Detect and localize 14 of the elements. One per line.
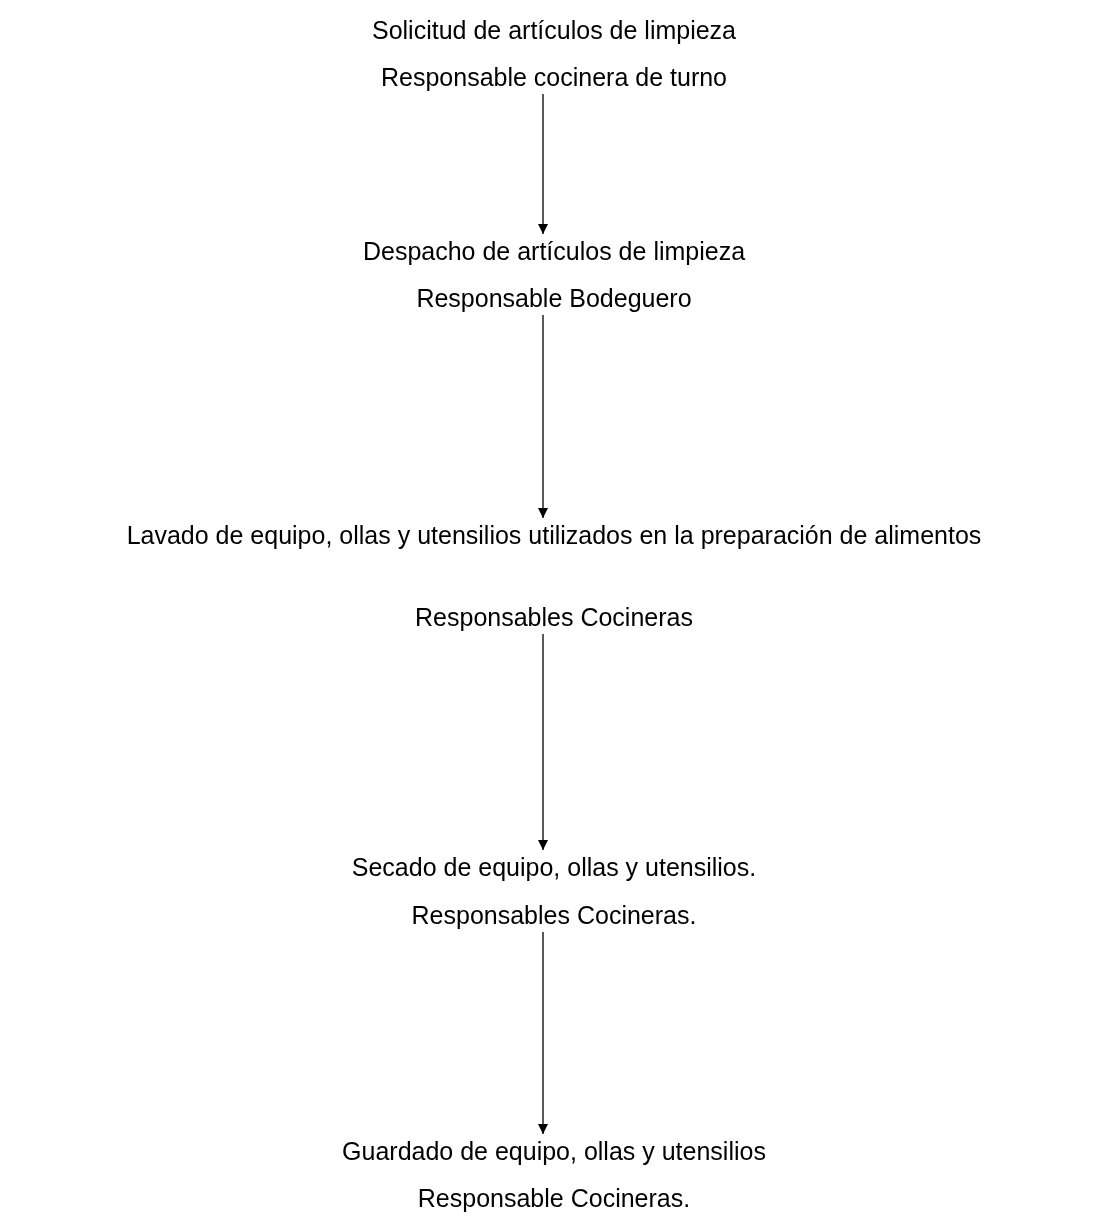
responsible-text: Responsable cocinera de turno bbox=[380, 62, 728, 92]
step-text: Secado de equipo, ollas y utensilios. bbox=[351, 852, 757, 882]
arrow bbox=[538, 931, 548, 1135]
step-text: Solicitud de artículos de limpieza bbox=[371, 15, 737, 45]
arrow bbox=[538, 93, 548, 235]
arrow bbox=[538, 314, 548, 519]
responsible-text: Responsable Bodeguero bbox=[416, 283, 692, 313]
responsible-text: Responsables Cocineras. bbox=[411, 900, 697, 930]
responsible-text: Responsables Cocineras bbox=[415, 602, 693, 632]
arrow bbox=[538, 633, 548, 851]
step-text: Lavado de equipo, ollas y utensilios utilizados en la preparación de alimentos bbox=[126, 520, 982, 550]
step-text: Despacho de artículos de limpieza bbox=[362, 236, 746, 266]
responsible-text: Responsable Cocineras. bbox=[417, 1183, 691, 1213]
step-text: Guardado de equipo, ollas y utensilios bbox=[342, 1136, 766, 1166]
